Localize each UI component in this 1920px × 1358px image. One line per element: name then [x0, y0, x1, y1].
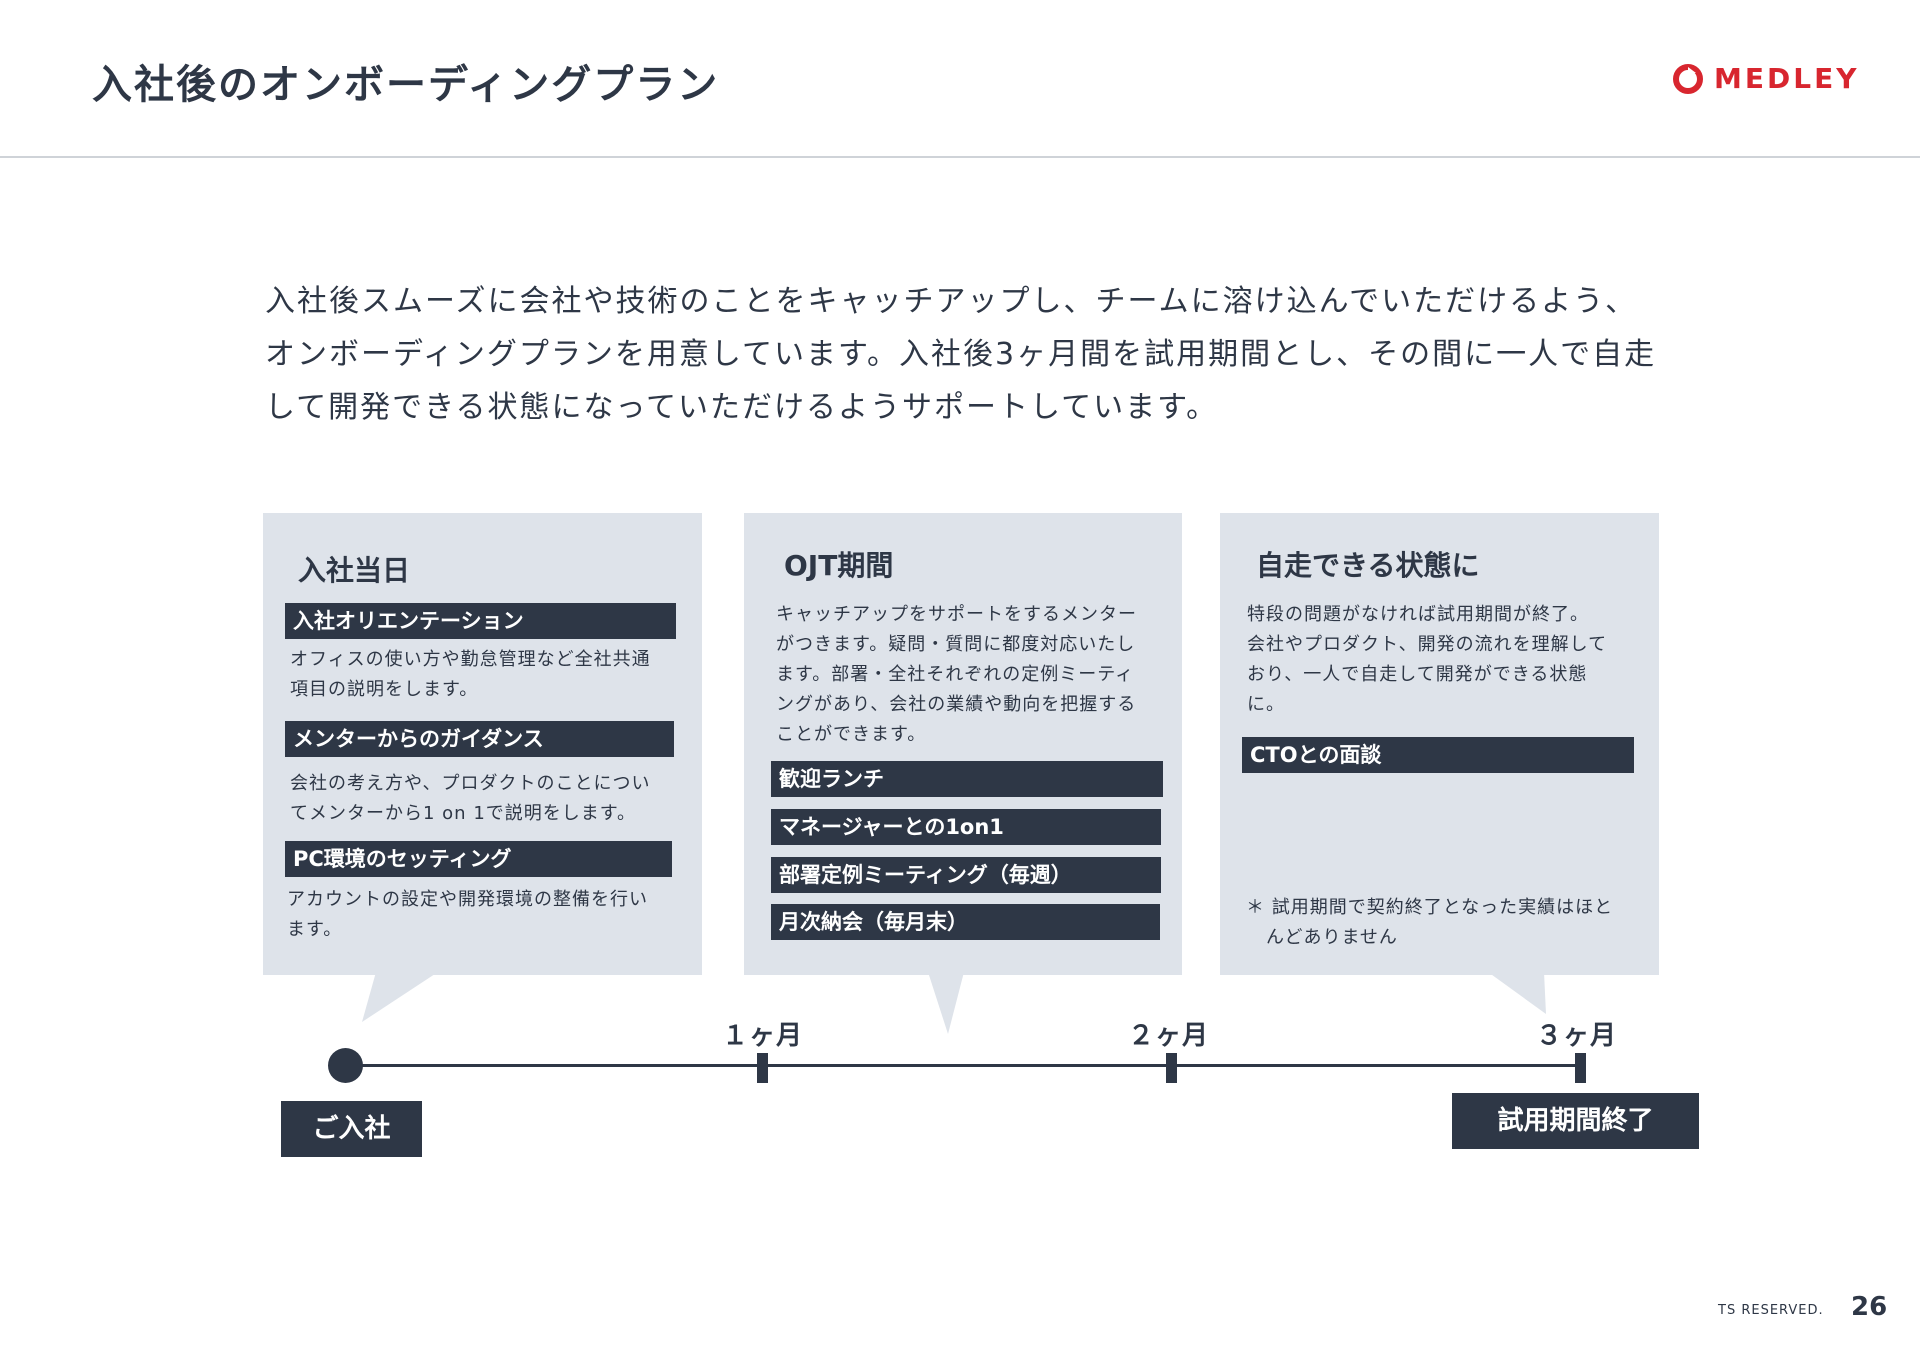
card-note: ＊ 試用期間で契約終了となった実績はほと んどありません — [1246, 893, 1613, 953]
card-tail-self-run — [1488, 972, 1546, 1014]
ojt-item: 部署定例ミーティング（毎週） — [771, 857, 1161, 893]
card-tail-first-day — [362, 972, 438, 1022]
page-title: 入社後のオンボーディングプラン — [92, 62, 720, 108]
text-line: 会社やプロダクト、開発の流れを理解して — [1247, 634, 1608, 655]
text-line: ングがあり、会社の業績や動向を把握する — [776, 694, 1137, 715]
month-label-2: ２ヶ月 — [1128, 1021, 1210, 1051]
card-title: OJT期間 — [784, 549, 894, 582]
text-line: 特段の問題がなければ試用期間が終了。 — [1247, 604, 1589, 625]
month-label-1: １ヶ月 — [722, 1021, 804, 1051]
end-label: 試用期間終了 — [1452, 1093, 1699, 1149]
text-line: おり、一人で自走して開発ができる状態 — [1247, 664, 1588, 685]
card-title: 入社当日 — [298, 554, 411, 587]
intro-line: して開発できる状態になっていただけるようサポートしています。 — [265, 390, 1219, 425]
section-text: アカウントの設定や開発環境の整備を行い ます。 — [287, 885, 648, 945]
card-description: キャッチアップをサポートをするメンター がつきます。疑問・質問に都度対応いたし … — [776, 600, 1137, 750]
timeline-line — [346, 1064, 1582, 1067]
section-heading: メンターからのガイダンス — [285, 721, 674, 757]
text-line: ことができます。 — [776, 724, 927, 745]
text-line: アカウントの設定や開発環境の整備を行い — [287, 889, 648, 910]
section-text: 会社の考え方や、プロダクトのことについ てメンターから1 on 1で説明をします… — [290, 769, 650, 829]
card-description: 特段の問題がなければ試用期間が終了。 会社やプロダクト、開発の流れを理解して お… — [1247, 600, 1607, 720]
intro-line: オンボーディングプランを用意しています。入社後3ヶ月間を試用期間とし、その間に一… — [265, 337, 1657, 372]
text-line: てメンターから1 on 1で説明をします。 — [290, 803, 636, 824]
self-run-item: CTOとの面談 — [1242, 737, 1634, 773]
card-tail-ojt — [928, 972, 964, 1034]
text-line: がつきます。疑問・質問に都度対応いたし — [776, 634, 1136, 655]
month-label-3: ３ヶ月 — [1536, 1021, 1618, 1051]
timeline-tick-1 — [757, 1053, 768, 1083]
card-title: 自走できる状態に — [1256, 549, 1480, 582]
text-line: 会社の考え方や、プロダクトのことについ — [290, 773, 651, 794]
text-line: んどありません — [1266, 927, 1398, 948]
text-line: キャッチアップをサポートをするメンター — [776, 604, 1137, 625]
timeline-tick-2 — [1166, 1053, 1177, 1083]
medley-logo-icon — [1673, 63, 1703, 94]
timeline-start-dot — [328, 1048, 363, 1083]
section-heading: 入社オリエンテーション — [285, 603, 676, 639]
ojt-item: 月次納会（毎月末） — [771, 904, 1160, 940]
text-line: に。 — [1247, 694, 1285, 715]
card-ojt — [744, 513, 1182, 975]
start-label: ご入社 — [281, 1101, 422, 1157]
intro-line: 入社後スムーズに会社や技術のことをキャッチアップし、チームに溶け込んでいただける… — [265, 284, 1638, 319]
ojt-item: マネージャーとの1on1 — [771, 809, 1161, 845]
timeline-tick-3 — [1575, 1053, 1586, 1083]
intro-paragraph: 入社後スムーズに会社や技術のことをキャッチアップし、チームに溶け込んでいただける… — [265, 275, 1685, 434]
section-text: オフィスの使い方や勤怠管理など全社共通 項目の説明をします。 — [290, 645, 651, 705]
footer-copyright: TS RESERVED. — [1718, 1303, 1824, 1318]
section-heading: PC環境のセッティング — [285, 841, 672, 877]
logo-text: MEDLEY — [1714, 62, 1860, 95]
page-number: 26 — [1851, 1292, 1888, 1322]
text-line: ＊ 試用期間で契約終了となった実績はほと — [1246, 897, 1614, 918]
text-line: 項目の説明をします。 — [290, 679, 479, 700]
ojt-item: 歓迎ランチ — [771, 761, 1163, 797]
text-line: ます。 — [287, 919, 343, 940]
text-line: オフィスの使い方や勤怠管理など全社共通 — [290, 649, 651, 670]
header-divider — [0, 156, 1920, 158]
medley-logo: MEDLEY — [1672, 62, 1859, 95]
text-line: ます。部署・全社それぞれの定例ミーティ — [776, 664, 1135, 685]
